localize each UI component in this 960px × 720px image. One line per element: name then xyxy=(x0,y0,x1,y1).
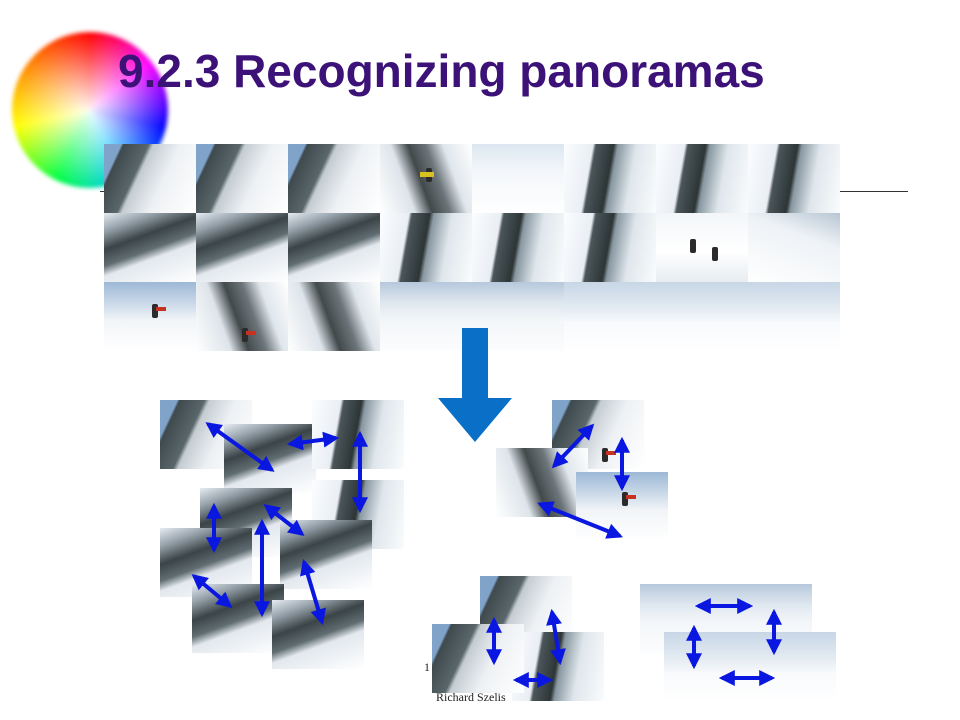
cluster1-photo xyxy=(272,600,364,669)
input-photo xyxy=(104,282,196,351)
input-photo xyxy=(104,213,196,282)
cluster4-photo xyxy=(744,632,836,701)
input-photo xyxy=(196,282,288,351)
input-photo xyxy=(748,213,840,282)
cluster1-photo xyxy=(192,584,284,653)
input-photo xyxy=(288,282,380,351)
input-photo xyxy=(472,213,564,282)
page-number: 1 xyxy=(424,660,430,674)
input-photo xyxy=(656,282,748,351)
input-photo xyxy=(564,213,656,282)
input-photo xyxy=(656,144,748,213)
cluster3-photo xyxy=(512,632,604,701)
input-photo xyxy=(104,144,196,213)
input-photo xyxy=(472,144,564,213)
cluster2-photo xyxy=(576,472,668,541)
down-arrow-icon xyxy=(438,328,512,442)
slide-title: 9.2.3 Recognizing panoramas xyxy=(118,45,765,97)
cluster2-photo xyxy=(496,448,588,517)
input-photo xyxy=(564,282,656,351)
title-rule-right xyxy=(840,191,908,192)
cluster1-photo xyxy=(312,400,404,469)
input-photo xyxy=(288,144,380,213)
input-photo xyxy=(196,144,288,213)
input-photo xyxy=(748,282,840,351)
input-photo xyxy=(288,213,380,282)
input-photo xyxy=(380,144,472,213)
cluster4-photo xyxy=(664,632,756,701)
input-photo xyxy=(380,282,472,351)
footer-credit: Richard Szelis xyxy=(436,690,506,704)
title-rule-left xyxy=(100,191,106,192)
input-photo xyxy=(748,144,840,213)
cluster3-photo xyxy=(432,624,524,693)
cluster1-photo xyxy=(280,520,372,589)
input-photo xyxy=(196,213,288,282)
input-image-grid xyxy=(104,144,840,351)
cluster1-photo xyxy=(224,424,316,493)
input-photo xyxy=(380,213,472,282)
input-photo xyxy=(564,144,656,213)
input-photo xyxy=(656,213,748,282)
